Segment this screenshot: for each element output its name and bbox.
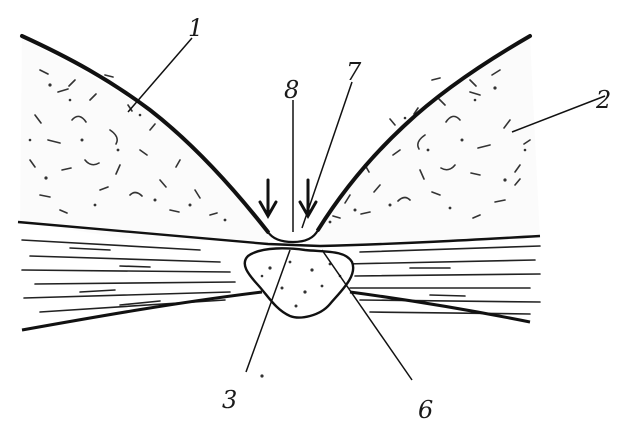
label-2: 2 [595,86,611,114]
right-lower-band-boundary [350,292,530,322]
label-1: 1 [188,14,203,42]
leader-line-1 [128,38,192,112]
left-tissue-region [20,38,270,242]
left-downward-arrow [260,180,276,216]
leader-line-6 [322,250,412,380]
label-6: 6 [418,396,433,424]
label-8: 8 [284,76,299,104]
ink-speck [260,374,263,377]
label-7: 7 [346,58,362,86]
central-body [245,248,353,317]
label-3: 3 [222,386,237,414]
